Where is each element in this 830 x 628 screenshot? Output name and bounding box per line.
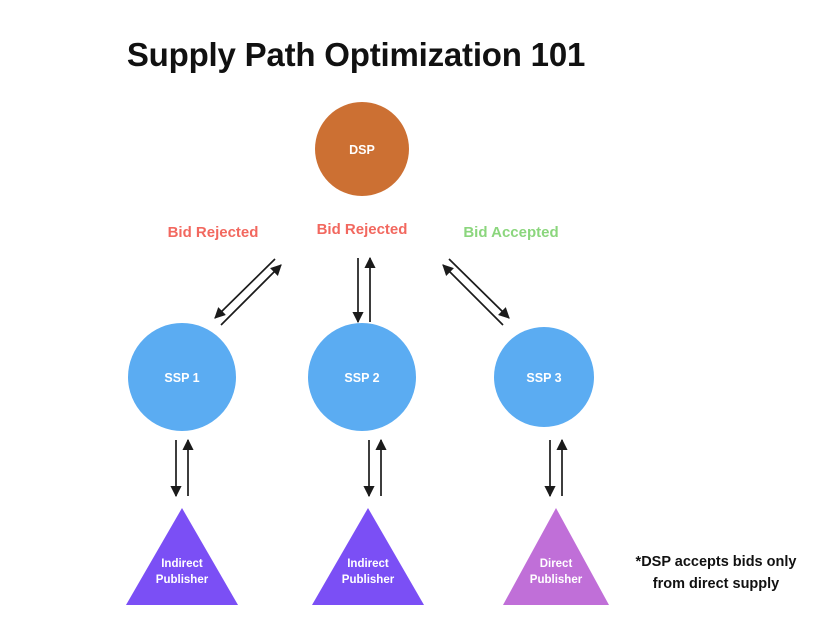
flow-dsp-to-ssp1-down-arrow — [214, 258, 276, 319]
flow-dsp-ssp2 — [352, 256, 376, 324]
publisher2-triangle-shape — [312, 508, 424, 605]
edge-label-bid-rejected-ssp2: Bid Rejected — [317, 221, 408, 238]
publisher3-triangle-shape — [503, 508, 609, 605]
footnote-line1: *DSP accepts bids only — [636, 554, 797, 570]
flow-ssp3-to-dsp-up-arrow — [442, 264, 504, 326]
ssp2-label: SSP 2 — [344, 371, 379, 385]
ssp3-label: SSP 3 — [526, 371, 561, 385]
publisher2-label-line1: Indirect — [347, 558, 389, 570]
flow-dsp-to-ssp3-down-arrow — [448, 258, 510, 319]
flow-dsp-ssp3 — [442, 258, 510, 326]
flow-ssp2-publisher2 — [363, 438, 387, 498]
publisher3-label-line2: Publisher — [530, 574, 583, 586]
dsp-circle-shape — [315, 102, 409, 196]
edge-label-bid-accepted-ssp3: Bid Accepted — [463, 224, 558, 241]
publisher2-label-line2: Publisher — [342, 574, 395, 586]
flow-ssp1-publisher1 — [170, 438, 194, 498]
flow-ssp3-publisher3 — [544, 438, 568, 498]
node-publisher-indirect-1[interactable]: Indirect Publisher — [126, 508, 238, 605]
edge-label-bid-rejected-ssp1: Bid Rejected — [168, 224, 259, 241]
publisher3-label-line1: Direct — [540, 558, 573, 570]
dsp-label: DSP — [349, 143, 375, 157]
flow-dsp-ssp1 — [214, 258, 282, 326]
ssp2-circle-shape — [308, 323, 416, 431]
publisher1-label-line1: Indirect — [161, 558, 203, 570]
ssp3-circle-shape — [494, 327, 594, 427]
ssp1-label: SSP 1 — [164, 371, 199, 385]
node-ssp-2[interactable]: SSP 2 — [308, 323, 416, 431]
footnote-note: *DSP accepts bids only from direct suppl… — [636, 554, 797, 592]
flow-ssp1-to-dsp-up-arrow — [220, 264, 282, 326]
publisher1-triangle-shape — [126, 508, 238, 605]
node-publisher-direct[interactable]: Direct Publisher — [503, 508, 609, 605]
footnote-line2: from direct supply — [653, 576, 780, 592]
ssp1-circle-shape — [128, 323, 236, 431]
publisher1-label-line2: Publisher — [156, 574, 209, 586]
node-publisher-indirect-2[interactable]: Indirect Publisher — [312, 508, 424, 605]
page-title: Supply Path Optimization 101 — [127, 36, 585, 73]
node-ssp-1[interactable]: SSP 1 — [128, 323, 236, 431]
node-dsp[interactable]: DSP — [315, 102, 409, 196]
node-ssp-3[interactable]: SSP 3 — [494, 327, 594, 427]
